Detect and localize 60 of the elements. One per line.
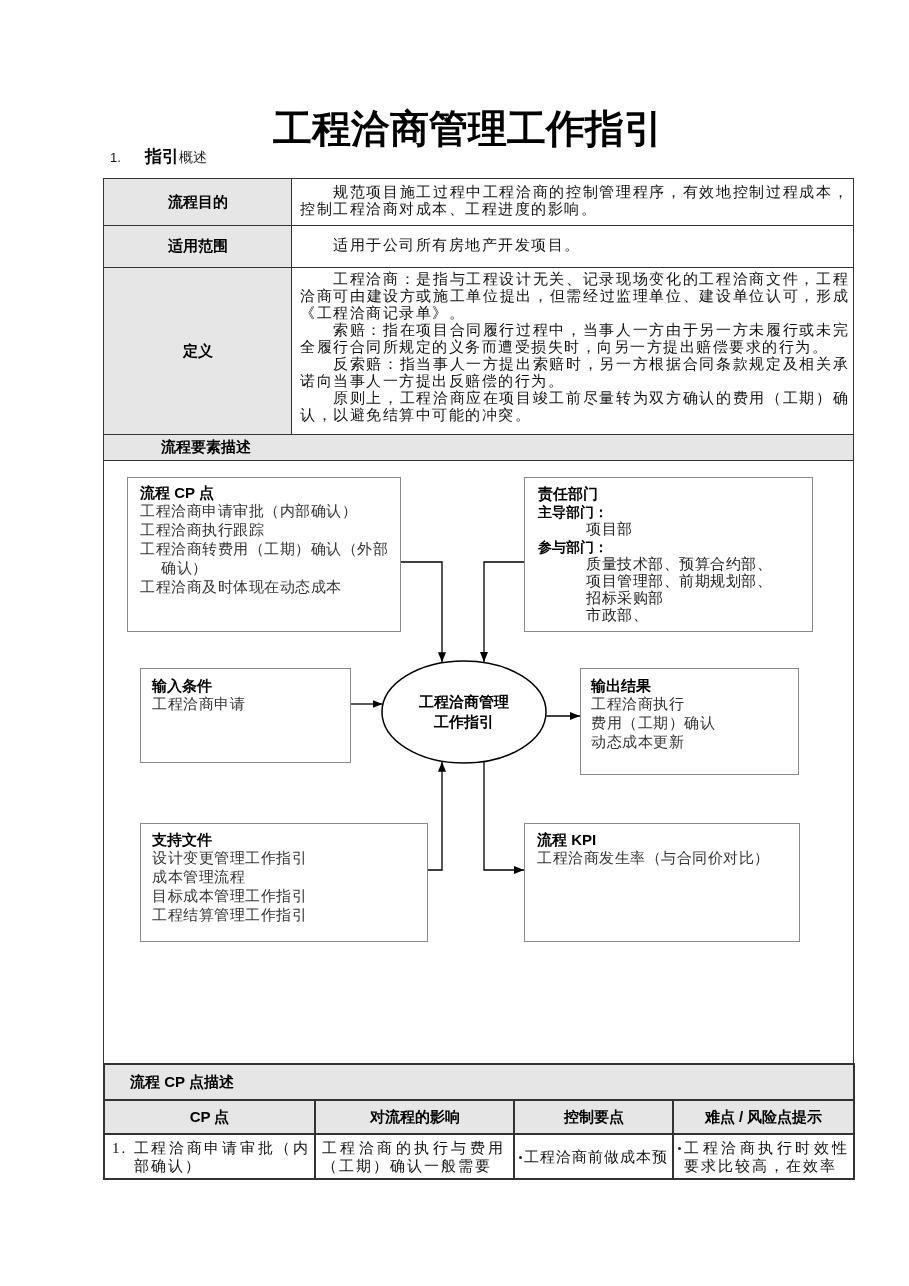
kpi-box — [524, 823, 800, 942]
list-item: 工程洽商发生率（与合同价对比） — [537, 849, 770, 868]
description-text: 适用于公司所有房地产开发项目。 — [332, 237, 581, 254]
section-heading: 指引概述 — [145, 147, 207, 168]
box-heading: 流程 CP 点 — [140, 484, 214, 502]
list-item: 工程洽商申请审批（内部确认） — [140, 502, 357, 521]
section-header-band: 流程 CP 点描述 — [103, 1063, 855, 1101]
box-heading: 输入条件 — [152, 677, 212, 695]
page-title: 工程洽商管理工作指引 — [273, 106, 663, 152]
column-header-cell: CP 点 — [103, 1099, 316, 1135]
box-heading: 责任部门 — [538, 485, 598, 503]
arrow — [545, 712, 581, 720]
column-header-cell: 控制要点 — [513, 1099, 674, 1135]
list-item: 目标成本管理工作指引 — [152, 887, 307, 906]
list-item: 工程洽商及时体现在动态成本 — [140, 578, 342, 597]
column-header-cell: 难点 / 风险点提示 — [672, 1099, 855, 1135]
support-document-box — [140, 823, 428, 942]
box-heading: 输出结果 — [591, 677, 651, 695]
department-name: 质量技术部、预算合约部、项目管理部、前期规划部、招标采购部 — [586, 556, 773, 607]
list-item: 动态成本更新 — [591, 733, 684, 752]
arrow — [427, 761, 446, 871]
section-number: 1. — [110, 150, 121, 166]
subheading: 主导部门： — [538, 503, 608, 521]
process-ellipse — [381, 660, 547, 764]
row-header-cell: 适用范围 — [103, 225, 292, 268]
arrow — [400, 561, 446, 663]
definition-paragraph: 索赔：指在项目合同履行过程中，当事人一方由于另一方未履行或未完全履行合同所规定的义务而遭受损失时，向另一方提出赔偿要求的行为。 — [300, 322, 849, 356]
box-heading: 支持文件 — [152, 831, 212, 849]
arrow — [350, 700, 384, 708]
checkpoint-text: 1. 工程洽商申请审批（内部确认） — [112, 1139, 310, 1175]
subheading: 参与部门： — [538, 538, 608, 556]
list-item: 工程洽商转费用（工期）确认（外部确认） — [140, 540, 388, 578]
ellipse-label: 工程洽商管理工作指引 — [418, 692, 510, 732]
list-item: 工程洽商申请 — [152, 695, 245, 714]
arrow — [483, 761, 525, 874]
list-item: 工程结算管理工作指引 — [152, 906, 307, 925]
section-header-band: 流程要素描述 — [103, 434, 854, 461]
output-result-box — [580, 668, 799, 775]
row-header-cell: 流程目的 — [103, 178, 292, 226]
input-condition-box — [140, 668, 351, 763]
list-item: 成本管理流程 — [152, 868, 245, 887]
definition-paragraph: 反索赔：指当事人一方提出索赔时，另一方根据合同条款规定及相关承诺向当事人一方提出反赔偿的行为。 — [300, 356, 849, 390]
description-text: 规范项目施工过程中工程洽商的控制管理程序，有效地控制过程成本，控制工程洽商对成本、工程进度的影响。 — [300, 184, 849, 218]
column-header-cell: 对流程的影响 — [314, 1099, 515, 1135]
definition-paragraph: 原则上，工程洽商应在项目竣工前尽量转为双方确认的费用（工期）确认，以避免结算中可能的冲突。 — [300, 390, 849, 424]
department-box — [524, 477, 813, 632]
list-item: 费用（工期）确认 — [591, 714, 715, 733]
department-name: 市政部、 — [586, 607, 648, 624]
arrow — [480, 561, 525, 663]
box-heading: 流程 KPI — [537, 831, 597, 849]
row-header-cell: 定义 — [103, 267, 292, 435]
risk-text: 工程洽商执行时效性要求比较高，在效率 — [684, 1139, 849, 1175]
department-name: 项目部 — [586, 521, 633, 538]
list-item: 工程洽商执行 — [591, 695, 684, 714]
list-item: 工程洽商执行跟踪 — [140, 521, 264, 540]
control-point-text: 工程洽商前做成本预 — [524, 1148, 668, 1166]
list-item: 设计变更管理工作指引 — [152, 849, 307, 868]
definition-paragraph: 工程洽商：是指与工程设计无关、记录现场变化的工程洽商文件，工程洽商可由建设方或施工单位提出，但需经过监理单位、建设单位认可，形成《工程洽商记录单》。 — [300, 271, 849, 322]
checkpoint-box — [127, 477, 401, 632]
impact-text: 工程洽商的执行与费用（工期）确认一般需要 — [322, 1139, 505, 1175]
